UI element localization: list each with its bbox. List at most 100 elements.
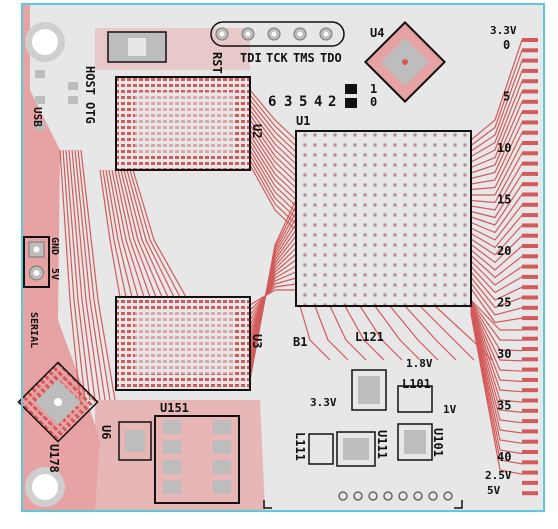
bottom-pad-row bbox=[338, 491, 453, 501]
pin-number-label: 40 bbox=[497, 450, 511, 464]
edge-pad bbox=[522, 367, 538, 372]
edge-pad bbox=[522, 244, 538, 248]
edge-pad bbox=[522, 419, 538, 424]
pin-number-label: 15 bbox=[497, 193, 511, 207]
pin-number-label: 25 bbox=[497, 296, 511, 310]
label-usb: USB bbox=[31, 107, 44, 127]
edge-pad bbox=[522, 377, 538, 382]
label-host: HOST bbox=[83, 66, 97, 95]
edge-pad bbox=[522, 336, 538, 341]
label-u6: U6 bbox=[99, 425, 113, 439]
edge-pad bbox=[522, 326, 538, 331]
edge-pad bbox=[522, 316, 538, 321]
pin-number-label: 0 bbox=[503, 38, 510, 52]
u4-chip bbox=[363, 20, 447, 104]
edge-pad bbox=[522, 274, 538, 279]
edge-pad bbox=[522, 439, 538, 444]
label-l101: L101 bbox=[402, 377, 431, 391]
pin-number-label: 20 bbox=[497, 244, 511, 258]
l121-inductor bbox=[351, 369, 387, 411]
edge-pad bbox=[522, 48, 538, 53]
label-jumper-1: 1 bbox=[370, 82, 377, 96]
edge-pad bbox=[522, 357, 538, 362]
pin-number-label: 10 bbox=[497, 141, 511, 155]
edge-pad bbox=[522, 38, 538, 42]
label-3-3v: 3.3V bbox=[310, 396, 337, 409]
u178-chip bbox=[17, 361, 99, 443]
edge-pad bbox=[522, 480, 538, 485]
pin-number-label: 35 bbox=[497, 399, 511, 413]
label-u111: U111 bbox=[375, 430, 389, 459]
edge-pad bbox=[522, 120, 538, 125]
label-jtag-6: 6 bbox=[268, 94, 276, 110]
label-jumper-0: 0 bbox=[370, 95, 377, 109]
label-u1: U1 bbox=[296, 114, 310, 128]
edge-pad bbox=[522, 192, 538, 197]
edge-pad bbox=[522, 450, 538, 454]
u3-core bbox=[135, 312, 233, 374]
u111-chip bbox=[336, 431, 376, 467]
edge-pad bbox=[522, 285, 538, 290]
edge-pad bbox=[522, 99, 538, 104]
label-l121: L121 bbox=[355, 330, 384, 344]
label-2-5v: 2.5V bbox=[485, 469, 512, 482]
edge-pad bbox=[522, 151, 538, 156]
label-jtag-5: 5 bbox=[299, 94, 307, 110]
edge-pad bbox=[522, 58, 538, 63]
edge-pad bbox=[522, 491, 538, 496]
edge-pad bbox=[522, 398, 538, 403]
label-otg: OTG bbox=[83, 102, 97, 124]
u151-pads bbox=[163, 420, 231, 494]
label-u178: U178 bbox=[47, 444, 61, 473]
edge-pad bbox=[522, 388, 538, 393]
edge-pad bbox=[522, 79, 538, 84]
label-1v: 1V bbox=[443, 403, 457, 416]
edge-pad bbox=[522, 254, 538, 259]
label-u2: U2 bbox=[250, 124, 264, 138]
label-5v-left: 5V bbox=[49, 268, 60, 280]
usb-pads bbox=[35, 70, 78, 130]
label-rst: RST bbox=[210, 52, 224, 74]
pin-number-label: 30 bbox=[497, 347, 511, 361]
u151-chip bbox=[154, 415, 240, 504]
label-3-3v-top: 3.3V bbox=[490, 24, 517, 37]
label-serial: SERIAL bbox=[28, 312, 39, 348]
l111-inductor bbox=[308, 433, 334, 465]
label-tck: TCK bbox=[266, 51, 288, 65]
jtag-pads bbox=[215, 27, 333, 41]
label-gnd: GND bbox=[49, 237, 60, 255]
edge-pad bbox=[522, 295, 538, 300]
edge-pad bbox=[522, 233, 538, 238]
label-u151: U151 bbox=[160, 401, 189, 415]
edge-connector bbox=[522, 38, 538, 496]
edge-pad bbox=[522, 161, 538, 166]
label-b1: B1 bbox=[293, 335, 307, 349]
edge-pad bbox=[522, 264, 538, 269]
corner-marker-bottom-left bbox=[263, 500, 272, 509]
edge-pad bbox=[522, 110, 538, 115]
label-tms: TMS bbox=[293, 51, 315, 65]
u1-bga-body bbox=[295, 130, 472, 307]
edge-pad bbox=[522, 182, 538, 187]
board-outline bbox=[21, 3, 545, 512]
label-jtag-2: 2 bbox=[328, 94, 336, 110]
label-u4: U4 bbox=[370, 26, 384, 40]
edge-pad bbox=[522, 171, 538, 176]
label-jtag-3: 3 bbox=[284, 94, 292, 110]
edge-pad bbox=[522, 429, 538, 434]
u101-chip bbox=[397, 423, 433, 461]
label-tdi: TDI bbox=[240, 51, 262, 65]
edge-pad bbox=[522, 470, 538, 475]
serial-header bbox=[23, 236, 50, 288]
label-jtag-4: 4 bbox=[314, 94, 322, 110]
label-u3: U3 bbox=[250, 334, 264, 348]
edge-pad bbox=[522, 68, 538, 73]
edge-pad bbox=[522, 305, 538, 310]
silkscreen-labels: TDI TCK TMS TDO 6 3 5 4 2 1 0 RST HOST O… bbox=[28, 24, 517, 497]
jtag-header bbox=[210, 21, 345, 47]
u2-core bbox=[135, 92, 233, 154]
u6-chip bbox=[118, 421, 152, 461]
l101-inductor bbox=[397, 385, 433, 413]
trace-bundles bbox=[59, 39, 523, 475]
edge-pad bbox=[522, 130, 538, 135]
